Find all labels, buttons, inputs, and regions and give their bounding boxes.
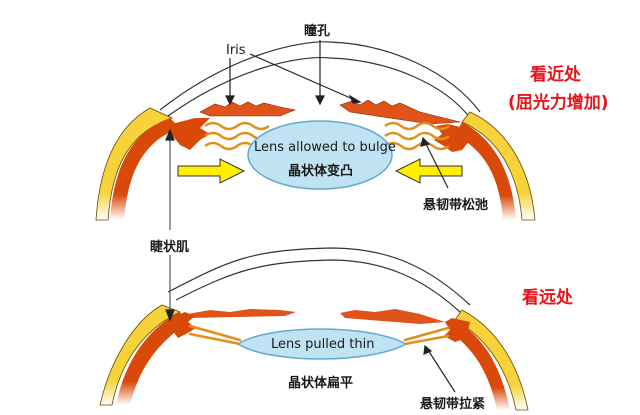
near-arrow-left-icon <box>394 158 463 184</box>
far-lens-label-en: Lens pulled thin <box>271 337 375 352</box>
near-cornea-inner <box>167 57 471 119</box>
far-cornea-inner <box>175 259 461 313</box>
far-choroid-right <box>450 320 510 410</box>
far-iris-right <box>340 309 445 324</box>
near-iris-left <box>199 101 297 117</box>
near-lens-label-en: Lens allowed to bulge <box>254 140 396 155</box>
near-heading: 看近处 <box>530 65 581 85</box>
near-iris-right <box>339 99 461 125</box>
near-ciliary-right <box>434 124 472 152</box>
far-ciliary-left <box>170 312 196 338</box>
far-zonule-label: 悬韧带拉紧 <box>420 397 486 412</box>
pupil-label: 瞳孔 <box>304 24 331 39</box>
near-sclera-left <box>95 107 174 221</box>
near-arrow-right-icon <box>177 158 246 184</box>
ciliary-label: 睫状肌 <box>150 240 190 255</box>
near-sclera-right <box>461 111 536 221</box>
near-ciliary-left <box>168 118 210 150</box>
far-heading: 看远处 <box>522 288 573 308</box>
near-choroid-right <box>455 122 516 220</box>
near-choroid-left <box>110 118 180 220</box>
near-zonule-label: 悬韧带松弛 <box>423 198 489 213</box>
far-zonules <box>188 324 450 346</box>
far-lens <box>236 328 408 360</box>
far-lens-label-zh: 晶状体扁平 <box>288 376 354 391</box>
far-ciliary-right <box>444 318 470 342</box>
near-cornea <box>159 41 481 113</box>
near-lens <box>247 120 393 190</box>
far-sclera-right <box>454 309 529 411</box>
near-eye <box>95 41 536 221</box>
pointer-lines <box>165 40 456 393</box>
near-subheading: (屈光力增加) <box>508 93 609 113</box>
far-cornea <box>167 247 471 306</box>
near-lens-label-zh: 晶状体变凸 <box>288 164 354 179</box>
iris-label: Iris <box>226 43 246 58</box>
far-iris-left <box>188 309 296 318</box>
far-choroid-left <box>116 312 185 405</box>
